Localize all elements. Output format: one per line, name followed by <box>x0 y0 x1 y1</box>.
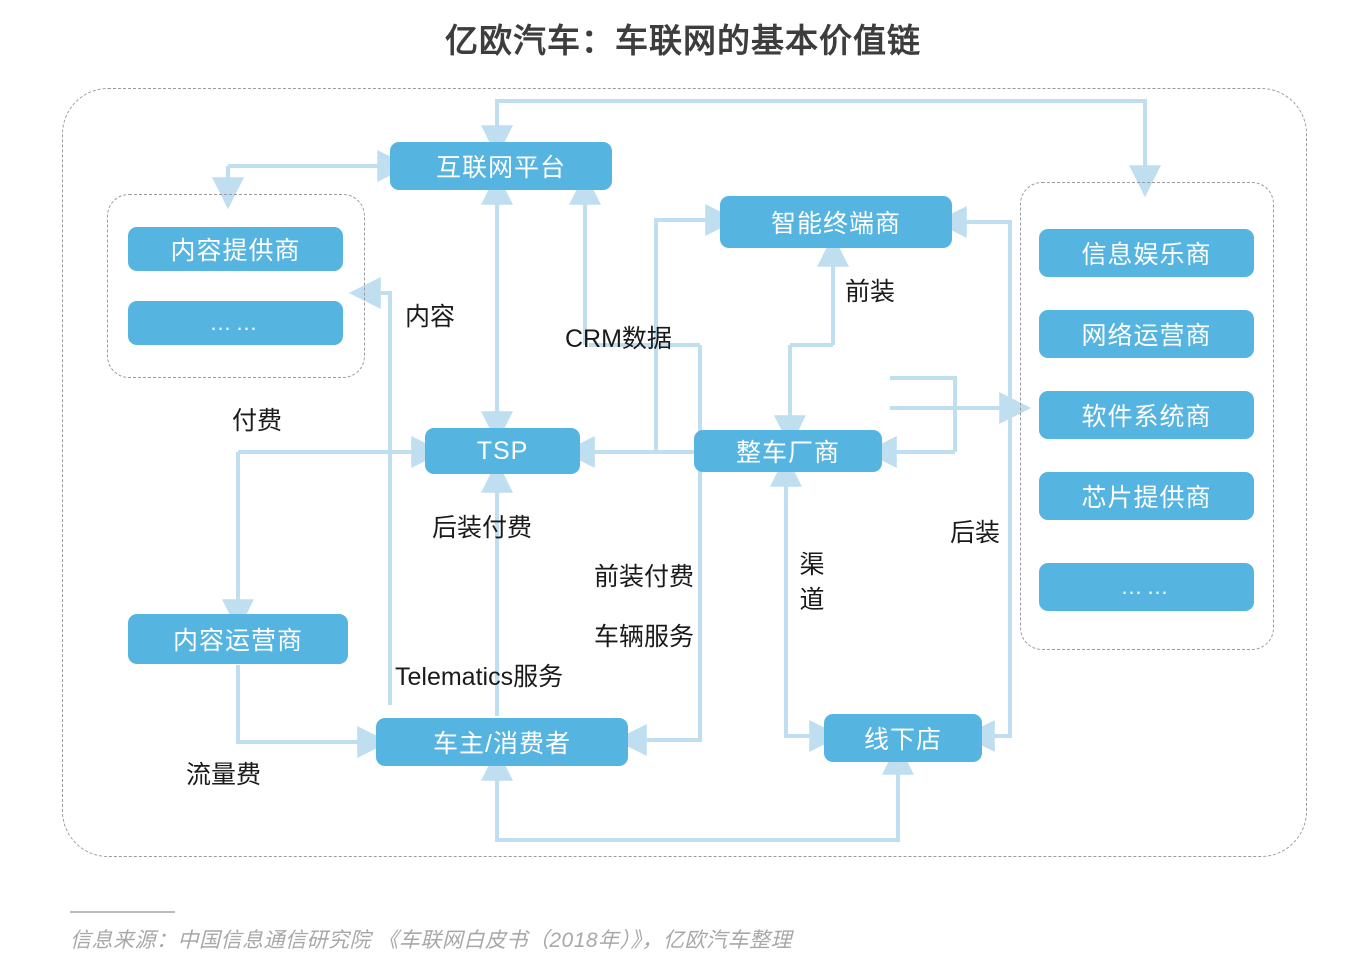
node-oem[interactable]: 整车厂商 <box>694 430 882 472</box>
source-note: 信息来源：中国信息通信研究院 《车联网白皮书（2018年）》，亿欧汽车整理 <box>70 929 793 952</box>
node-chip-provider[interactable]: 芯片提供商 <box>1039 472 1254 520</box>
edge-label-payment: 付费 <box>232 407 283 435</box>
node-infotainment-provider[interactable]: 信息娱乐商 <box>1039 229 1254 277</box>
edge-label-vehicle-service: 车辆服务 <box>594 623 695 651</box>
edge-label-channel-line1: 渠 <box>799 551 825 579</box>
node-content-operator[interactable]: 内容运营商 <box>128 614 348 664</box>
node-supplier-more[interactable]: …… <box>1039 563 1254 611</box>
page-title: 亿欧汽车：车联网的基本价值链 <box>445 22 921 59</box>
node-content-provider[interactable]: 内容提供商 <box>128 227 343 271</box>
edge-label-aftermarket: 后装 <box>950 519 1001 547</box>
node-car-owner[interactable]: 车主/消费者 <box>376 718 628 766</box>
content-provider-group: 内容提供商 …… <box>107 194 365 378</box>
diagram-outer-frame <box>62 88 1307 857</box>
edge-label-channel-line2: 道 <box>799 586 825 614</box>
node-network-operator[interactable]: 网络运营商 <box>1039 310 1254 358</box>
node-content-provider-more[interactable]: …… <box>128 301 343 345</box>
supplier-group: 信息娱乐商 网络运营商 软件系统商 芯片提供商 …… <box>1020 182 1274 650</box>
edge-label-pre-install-payment: 前装付费 <box>594 563 695 591</box>
node-internet-platform[interactable]: 互联网平台 <box>390 142 612 190</box>
edge-label-pre-install: 前装 <box>845 278 896 306</box>
node-tsp[interactable]: TSP <box>425 428 580 474</box>
edge-label-crm-data: CRM数据 <box>565 325 672 353</box>
edge-label-traffic-fee: 流量费 <box>186 761 262 789</box>
node-offline-store[interactable]: 线下店 <box>824 714 982 762</box>
node-smart-terminal-provider[interactable]: 智能终端商 <box>720 196 952 248</box>
edge-label-aftermarket-payment: 后装付费 <box>432 514 533 542</box>
source-divider <box>70 911 175 913</box>
edge-label-content: 内容 <box>405 303 456 331</box>
node-software-system-provider[interactable]: 软件系统商 <box>1039 391 1254 439</box>
edge-label-telematics-service: Telematics服务 <box>395 663 564 691</box>
